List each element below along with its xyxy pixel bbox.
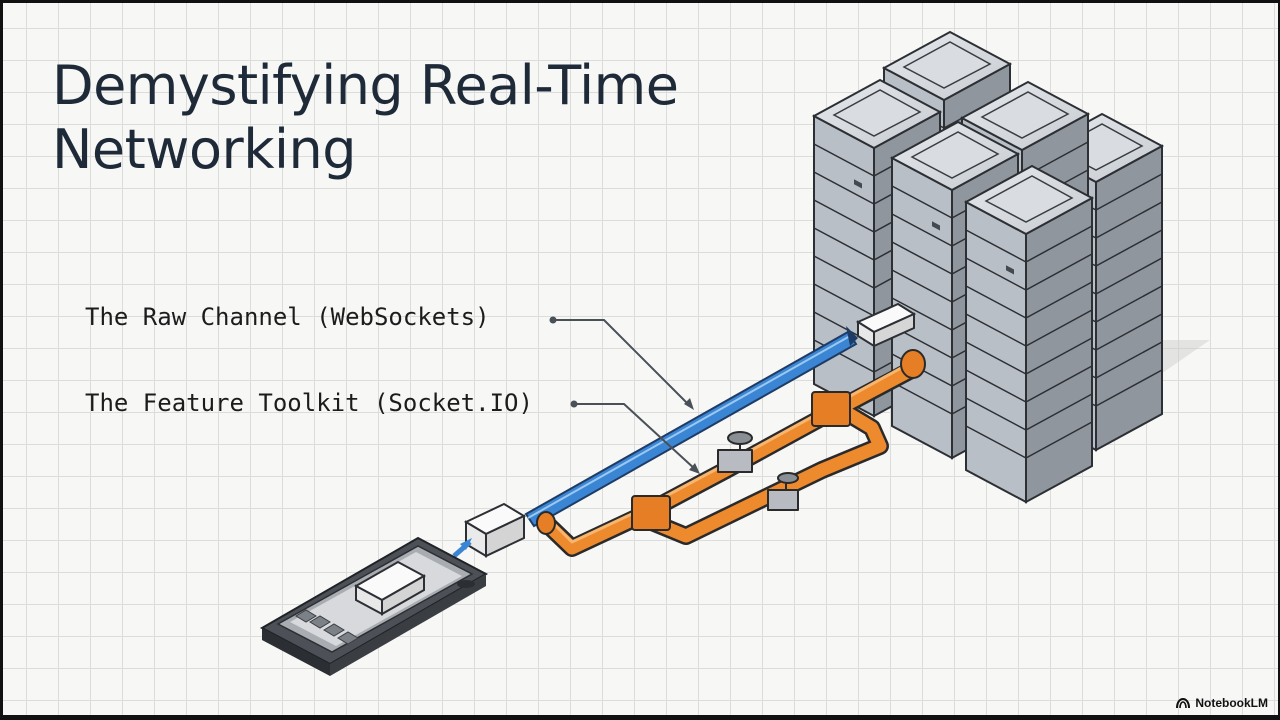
valve-icon [717, 431, 799, 511]
brand-label: NotebookLM [1195, 696, 1268, 710]
smartphone-icon [259, 536, 489, 676]
callout-raw-channel-label: The Raw Channel (WebSockets) [85, 303, 490, 331]
data-packet-icon [452, 502, 527, 558]
title-line-2: Networking [52, 118, 356, 181]
title-line-1: Demystifying Real-Time [52, 54, 679, 117]
callout-feature-toolkit-label: The Feature Toolkit (Socket.IO) [85, 389, 533, 417]
brand-watermark: NotebookLM [1176, 696, 1268, 710]
socketio-toolkit-pipes [536, 349, 926, 557]
websocket-channel-pipe [524, 326, 858, 528]
callout-leader-lines [549, 316, 700, 474]
notebooklm-logo-icon [1176, 697, 1191, 709]
data-packet-icon [855, 302, 917, 348]
page-title: Demystifying Real-Time Networking [52, 54, 679, 182]
